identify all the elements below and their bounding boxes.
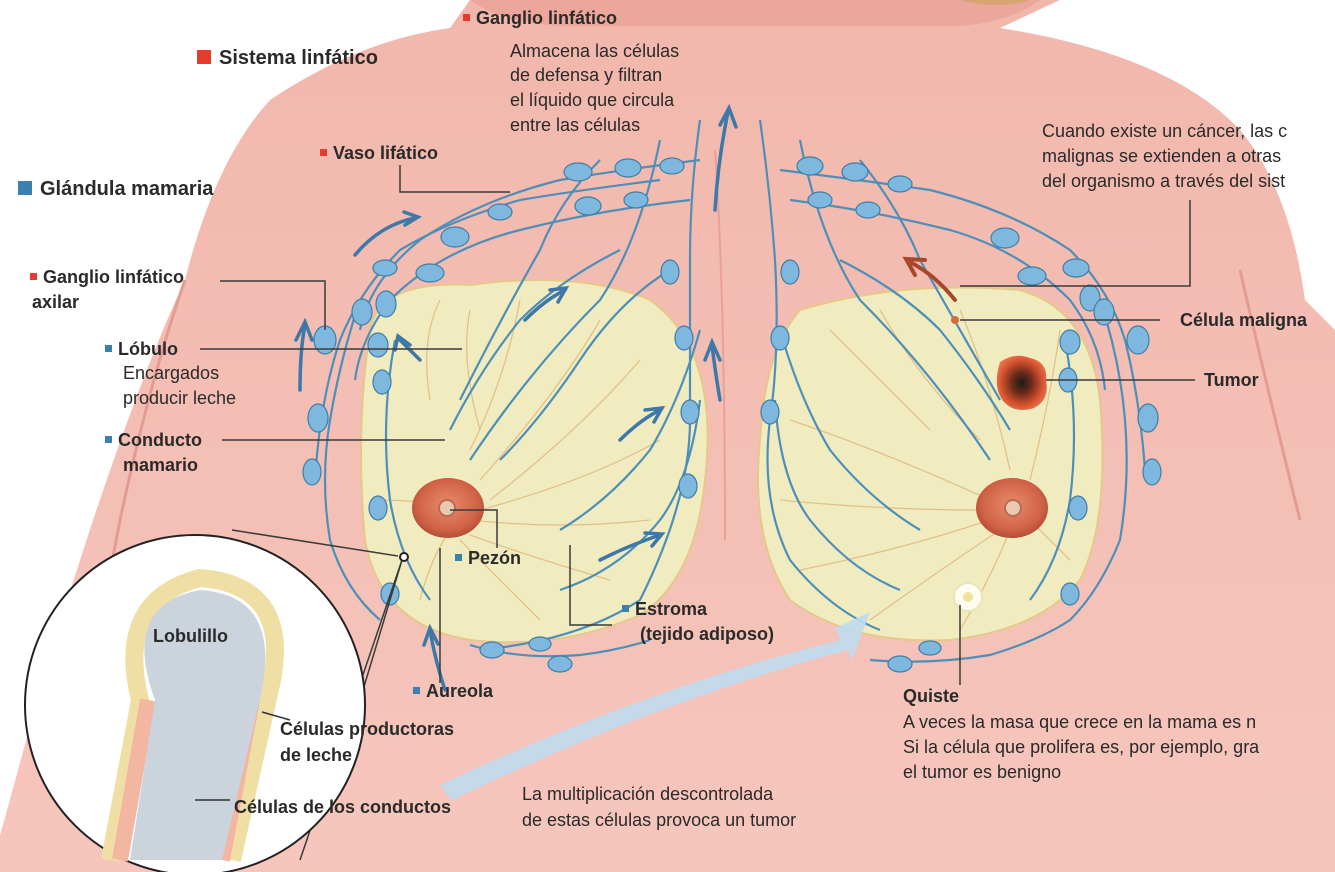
tumor-mass <box>997 356 1047 410</box>
cancer-text-3: del organismo a través del sist <box>1042 170 1285 192</box>
label-duct-2: mamario <box>123 454 198 476</box>
label-lobule: Lóbulo <box>105 338 178 360</box>
legend-lymphatic-system: Sistema linfático <box>197 47 378 69</box>
label-lobulillo: Lobulillo <box>153 625 228 647</box>
label-stroma-2: (tejido adiposo) <box>640 623 774 645</box>
lobulillo-inset <box>25 535 365 872</box>
lymph-node-desc-4: entre las células <box>510 114 640 136</box>
lymph-node-desc-3: el líquido que circula <box>510 89 674 111</box>
label-milk-cells-1: Células productoras <box>280 718 454 740</box>
right-breast-gland <box>758 288 1103 641</box>
label-duct-1: Conducto <box>105 429 202 451</box>
lobule-desc-2: producir leche <box>123 387 236 409</box>
label-stroma-1: Estroma <box>622 598 707 620</box>
label-tumor: Tumor <box>1204 369 1259 391</box>
multiplication-text-2: de estas células provoca un tumor <box>522 809 796 831</box>
cyst-desc-2: Si la célula que prolifera es, por ejemp… <box>903 736 1259 758</box>
multiplication-text-1: La multiplicación descontrolada <box>522 783 773 805</box>
label-malignant-cell: Célula maligna <box>1180 309 1307 331</box>
label-cyst: Quiste <box>903 685 959 707</box>
lobule-desc-1: Encargados <box>123 362 219 384</box>
label-lymph-node: Ganglio linfático <box>463 7 617 29</box>
cyst-desc-3: el tumor es benigno <box>903 761 1061 783</box>
cancer-text-1: Cuando existe un cáncer, las c <box>1042 120 1287 142</box>
right-nipple <box>1005 500 1021 516</box>
left-breast-gland <box>361 280 708 642</box>
label-milk-cells-2: de leche <box>280 744 352 766</box>
cancer-text-2: malignas se extienden a otras <box>1042 145 1281 167</box>
label-axillary-node-2: axilar <box>32 291 79 313</box>
lymph-node-desc-2: de defensa y filtran <box>510 64 662 86</box>
legend-mammary-gland: Glándula mamaria <box>18 178 213 200</box>
label-areola: Aureola <box>413 680 493 702</box>
label-duct-cells: Células de los conductos <box>234 796 451 818</box>
label-axillary-node-1: Ganglio linfático <box>30 266 184 288</box>
cyst-desc-1: A veces la masa que crece en la mama es … <box>903 711 1256 733</box>
malignant-cell-dot <box>951 316 959 324</box>
label-lymph-vessel: Vaso lifático <box>320 142 438 164</box>
lymph-node-desc-1: Almacena las células <box>510 40 679 62</box>
left-nipple <box>439 500 455 516</box>
label-nipple: Pezón <box>455 547 521 569</box>
cyst <box>954 583 982 611</box>
zoom-origin <box>400 553 408 561</box>
